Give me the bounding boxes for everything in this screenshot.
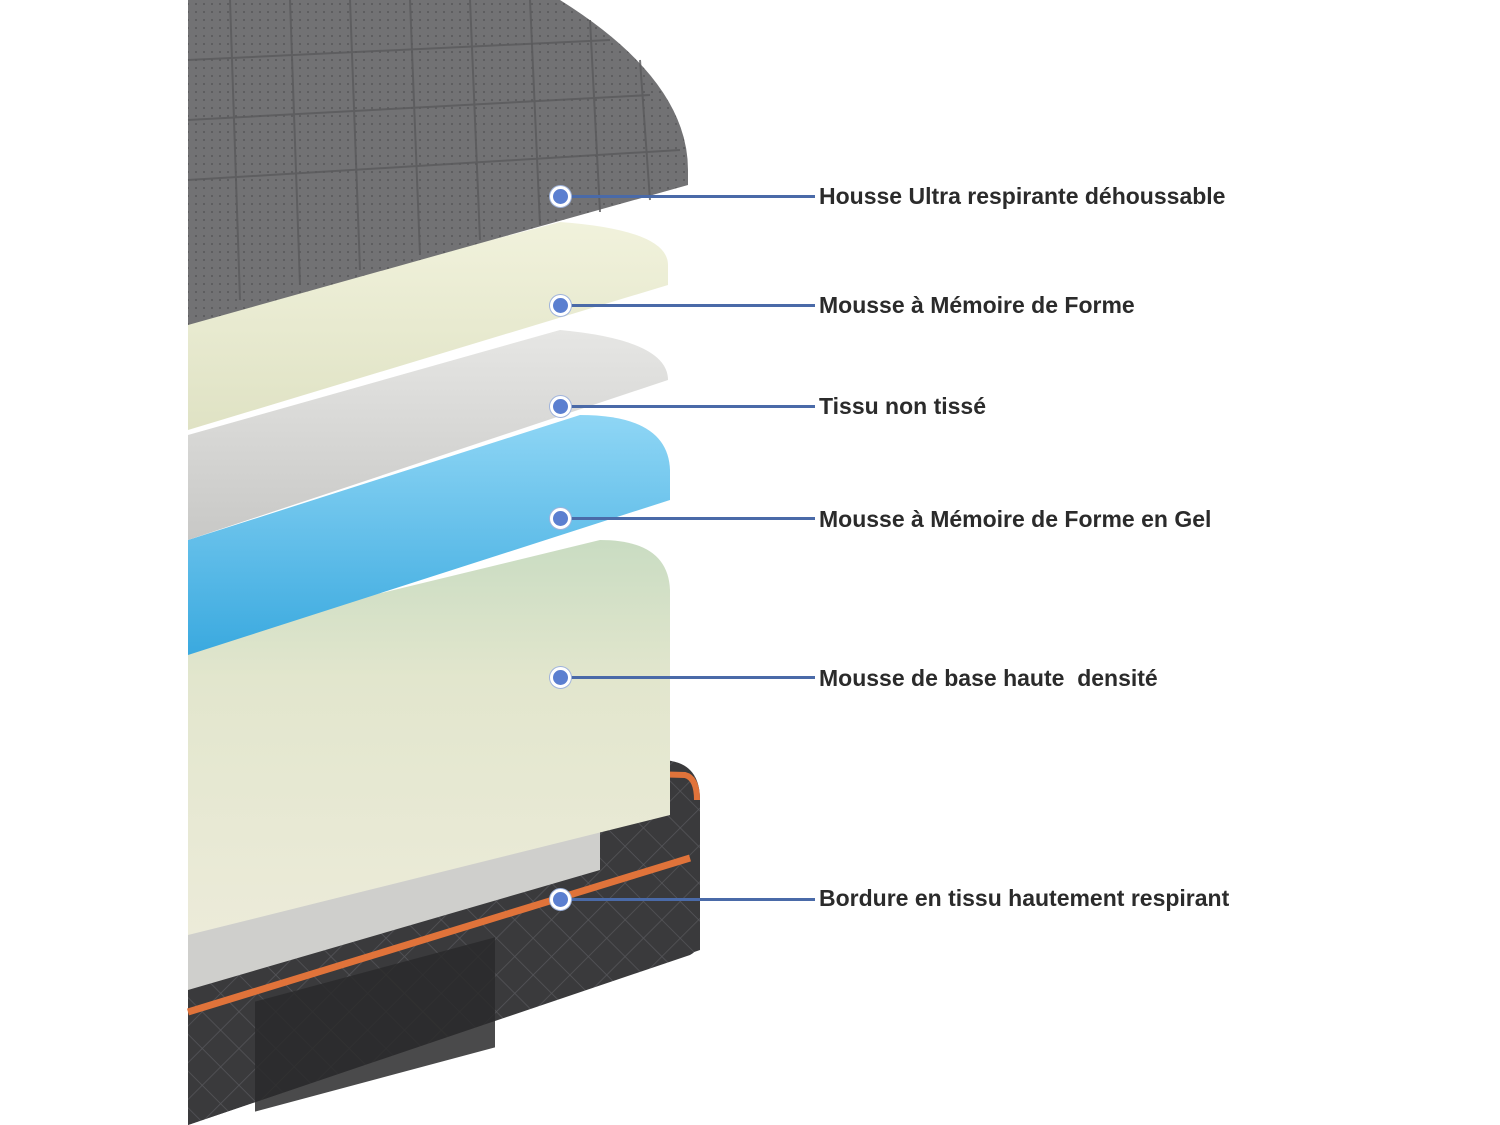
callout-label-gel-foam: Mousse à Mémoire de Forme en Gel: [819, 506, 1212, 532]
callout-line: [560, 898, 815, 901]
callout-line: [560, 304, 815, 307]
callout-dot: [550, 508, 571, 529]
callout-label-border-fabric: Bordure en tissu hautement respirant: [819, 885, 1230, 911]
callout-dot: [550, 889, 571, 910]
callout-label-base-foam: Mousse de base haute densité: [819, 665, 1158, 691]
callout-dot: [550, 667, 571, 688]
gel-foam-layer: [188, 415, 670, 655]
callout-line: [560, 676, 815, 679]
callout-dot: [550, 295, 571, 316]
non-woven-layer: [188, 330, 668, 540]
memory-foam-layer: [188, 222, 668, 430]
base-foam-layer: [188, 540, 670, 935]
cover-layer: [187, 0, 688, 325]
callout-line: [560, 405, 815, 408]
callout-label-cover: Housse Ultra respirante déhoussable: [819, 183, 1226, 209]
callout-label-non-woven: Tissu non tissé: [819, 393, 987, 419]
callout-line: [560, 517, 815, 520]
callout-dot: [550, 396, 571, 417]
callout-label-memory-foam: Mousse à Mémoire de Forme: [819, 292, 1135, 318]
callout-dot: [550, 186, 571, 207]
callout-line: [560, 195, 815, 198]
